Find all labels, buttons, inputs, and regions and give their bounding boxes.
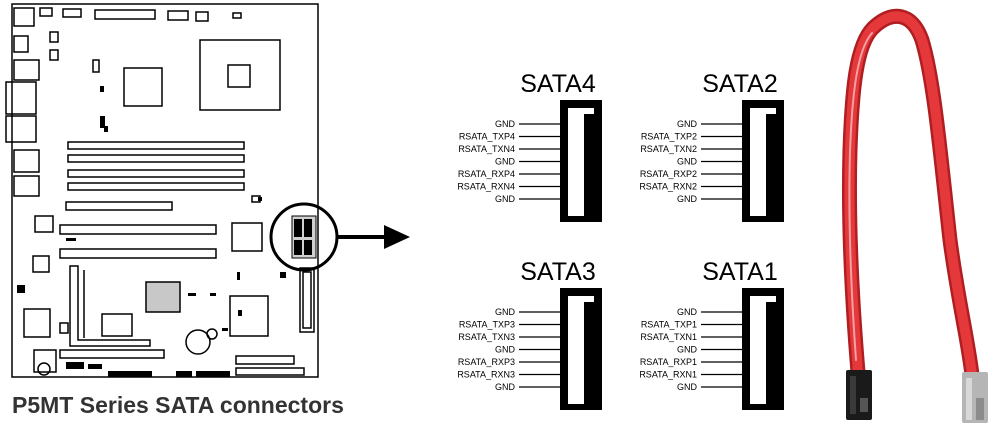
cable-body-shadow — [841, 8, 980, 383]
sata3-pin-label: GND — [495, 345, 516, 355]
io-port-1 — [13, 7, 35, 27]
ide-connector-inner — [302, 271, 312, 329]
bottom-slot-1 — [59, 349, 165, 359]
sata3-pin-label: GND — [495, 382, 516, 392]
sata1-pinout: SATA1 GNDRSATA_TXP1RSATA_TXN1GNDRSATA_RX… — [639, 258, 784, 410]
sata2-pin-label: RSATA_RXN2 — [639, 182, 697, 192]
chip-left-4 — [59, 322, 69, 334]
sata3-pin-label: RSATA_TXN3 — [458, 332, 515, 342]
callout-arrow-head — [384, 225, 410, 249]
callout — [269, 202, 410, 272]
bottom-circle — [37, 362, 51, 376]
top-connector-2 — [62, 8, 82, 18]
sata4-pin-label: GND — [495, 194, 516, 204]
bottom-slot-2 — [235, 355, 295, 365]
io-port-7 — [13, 175, 40, 197]
sata3-pinout: SATA3 GNDRSATA_TXP3RSATA_TXN3GNDRSATA_RX… — [457, 258, 602, 410]
cable-left-plug — [846, 370, 872, 420]
pci-slot-1 — [65, 201, 173, 211]
board-details — [17, 86, 286, 377]
sata1-pin-label: GND — [677, 307, 698, 317]
pci-slot-3 — [59, 248, 217, 259]
sata2-pin-label: RSATA_TXP2 — [641, 132, 697, 142]
dimm-slot-3 — [67, 169, 245, 178]
sata4-pin-label: RSATA_TXP4 — [459, 132, 515, 142]
dimm-slot-4 — [67, 182, 245, 191]
sata1-pin-label: GND — [677, 345, 698, 355]
cpu-socket — [199, 39, 281, 111]
sata1-pin-label: RSATA_RXP1 — [640, 357, 697, 367]
sata1-pin-label: GND — [677, 382, 698, 392]
sata-cable-illustration — [841, 8, 988, 423]
northbridge-chip — [123, 67, 163, 107]
sata4-pinout: SATA4 GNDRSATA_TXP4RSATA_TXN4GNDRSATA_RX… — [457, 70, 602, 222]
sata1-pin-label: RSATA_TXN1 — [640, 332, 697, 342]
sata3-pin-label: RSATA_TXP3 — [459, 320, 515, 330]
top-connector-1 — [39, 7, 53, 17]
board-sata-connectors — [291, 215, 317, 259]
chip-mid-2 — [231, 222, 263, 252]
sata3-pin-label: GND — [495, 307, 516, 317]
battery — [185, 329, 211, 355]
sata4-pin-label: RSATA_TXN4 — [458, 144, 515, 154]
io-port-5 — [5, 115, 37, 143]
sata2-pin-label: RSATA_TXN2 — [640, 144, 697, 154]
dimm-slot-2 — [67, 154, 245, 163]
cable-body — [844, 11, 977, 380]
io-port-4 — [5, 81, 37, 115]
sata4-pin-label: RSATA_RXP4 — [458, 169, 515, 179]
chip-left-3 — [23, 308, 51, 338]
cpu-socket-center — [227, 64, 251, 88]
ide-connector — [299, 267, 315, 333]
sata2-pin-label: GND — [677, 119, 698, 129]
sata4-title: SATA4 — [520, 70, 596, 98]
sata4-pin-label: GND — [495, 119, 516, 129]
chip-left-2 — [32, 255, 50, 273]
sata1-pin-label: RSATA_TXP1 — [641, 320, 697, 330]
jumper-circle — [206, 328, 218, 340]
sata4-pin-label: RSATA_RXN4 — [457, 182, 515, 192]
sata2-pin-label: RSATA_RXP2 — [640, 169, 697, 179]
io-port-2 — [13, 35, 29, 53]
chip-mid-3 — [229, 295, 269, 337]
cable-highlight — [848, 32, 873, 361]
southbridge-chip — [145, 281, 181, 313]
chip-bottom-left — [33, 349, 57, 373]
l-shaped-slot — [69, 265, 151, 347]
chip-mid-1 — [101, 313, 133, 337]
sata2-title: SATA2 — [702, 70, 778, 98]
chip-left-1 — [34, 215, 54, 233]
motherboard-layout — [5, 3, 319, 378]
small-chip-1 — [49, 31, 59, 43]
sata2-pinout: SATA2 GNDRSATA_TXP2RSATA_TXN2GNDRSATA_RX… — [639, 70, 784, 222]
sata2-pin-label: GND — [677, 194, 698, 204]
pci-slot-2 — [59, 224, 217, 235]
sata1-title: SATA1 — [702, 258, 778, 286]
diagram-caption: P5MT Series SATA connectors — [12, 392, 344, 418]
sata1-pin-label: RSATA_RXN1 — [639, 370, 697, 380]
top-connector-6 — [232, 12, 242, 19]
bottom-slot-3 — [235, 367, 305, 376]
sata2-pin-label: GND — [677, 157, 698, 167]
top-connector-3 — [94, 9, 156, 20]
io-port-3 — [13, 59, 40, 81]
io-port-6 — [13, 149, 40, 173]
dimm-slot-1 — [67, 141, 245, 150]
sata3-pin-label: RSATA_RXP3 — [458, 357, 515, 367]
top-connector-5 — [195, 11, 209, 22]
sata3-title: SATA3 — [520, 258, 596, 286]
board-outline — [11, 3, 319, 378]
sata4-pin-label: GND — [495, 157, 516, 167]
sata3-pin-label: RSATA_RXN3 — [457, 370, 515, 380]
top-connector-4 — [167, 10, 189, 21]
small-chip-2 — [49, 49, 59, 61]
small-chip-3 — [92, 59, 100, 73]
cable-right-plug — [962, 372, 988, 423]
